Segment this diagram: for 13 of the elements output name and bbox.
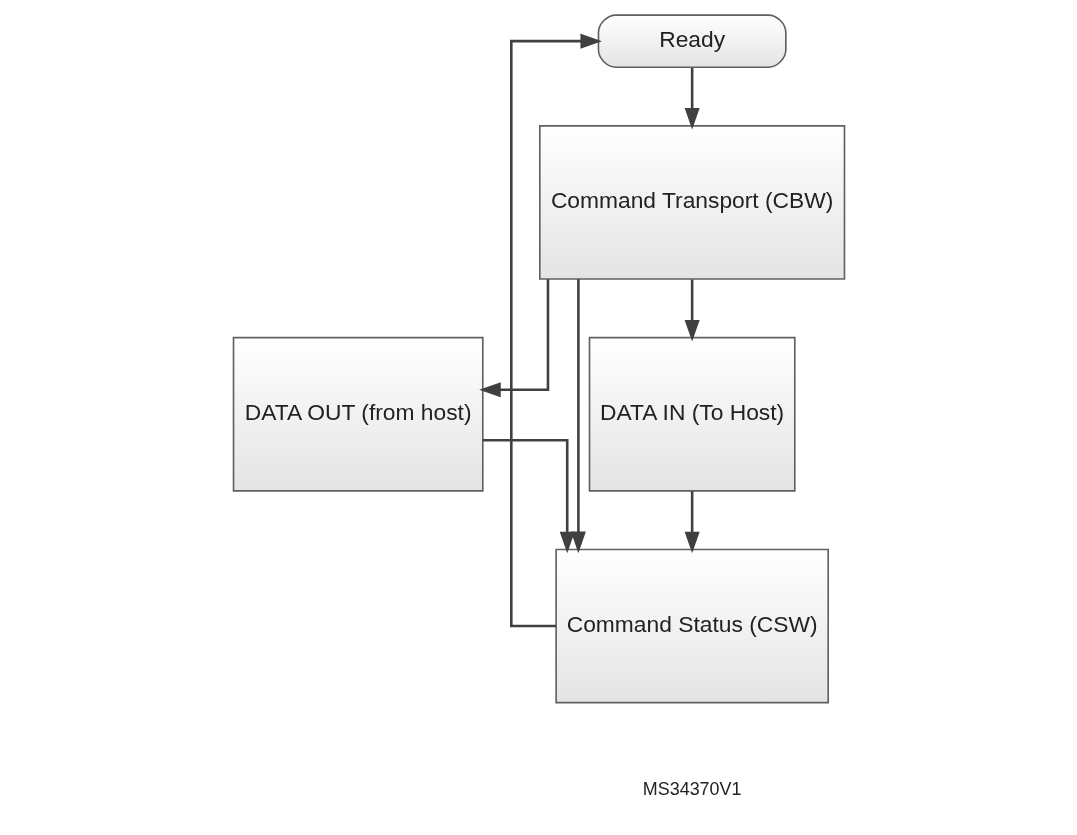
node-box: Command Transport (CBW) bbox=[538, 125, 845, 280]
arrow bbox=[570, 279, 586, 554]
node-box: Command Status (CSW) bbox=[554, 548, 829, 704]
arrow bbox=[684, 67, 700, 130]
arrow bbox=[478, 279, 549, 398]
arrow bbox=[684, 491, 700, 554]
arrow bbox=[509, 33, 602, 628]
node-box: Ready bbox=[597, 14, 787, 69]
arrow bbox=[684, 279, 700, 342]
label: MS34370V1 bbox=[642, 779, 741, 800]
node-box: DATA IN (To Host) bbox=[588, 336, 796, 492]
node-box: DATA OUT (from host) bbox=[232, 336, 484, 492]
arrow bbox=[482, 439, 575, 554]
